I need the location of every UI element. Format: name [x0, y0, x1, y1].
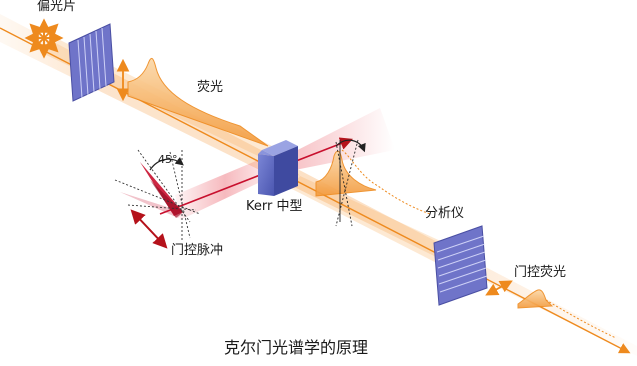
angle-label: 45° [158, 153, 178, 166]
gate-polarization-fan [114, 149, 201, 240]
polarizer-plate [68, 23, 115, 102]
gate-polarization-arrow [130, 209, 168, 249]
analyzer-label: 分析仪 [425, 206, 465, 221]
analyzer-plate [433, 225, 488, 306]
curved-arrow-icon [335, 139, 366, 153]
gate-pulse-label: 门控脉冲 [171, 243, 224, 258]
rotated-pulse [315, 139, 431, 227]
gate-pulse-beam [159, 108, 395, 220]
gated-polarization-arrow [485, 280, 513, 296]
curved-arrow-icon [149, 156, 184, 171]
kerr-medium-cube [258, 140, 298, 196]
polarizer-label: 偏光片 [37, 0, 77, 14]
gated-pulse [517, 289, 617, 339]
fluorescence-pulse [127, 58, 269, 147]
fluorescence-label: 荧光 [197, 80, 224, 95]
kerr-medium-label: Kerr 中型 [246, 199, 303, 214]
starburst-arrows-icon [24, 18, 64, 59]
gated-fluorescence-label: 门控荧光 [514, 265, 567, 280]
diagram-title: 克尔门光谱学的原理 [224, 338, 369, 357]
